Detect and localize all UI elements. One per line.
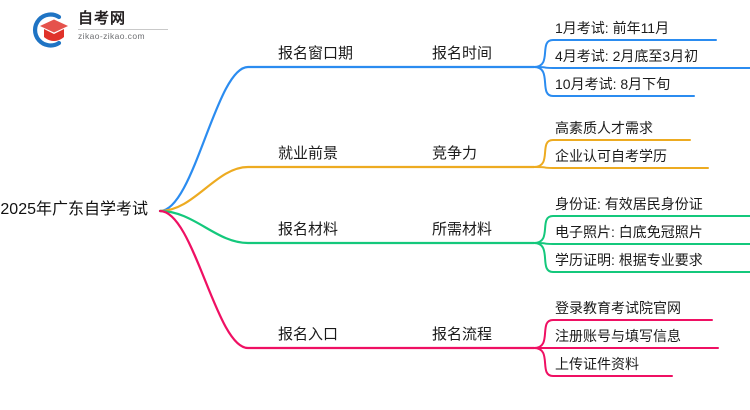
branch-1-level1-label: 报名窗口期 [278,45,354,62]
branch-curve [533,66,750,69]
branch-3-level2-label: 所需材料 [432,221,493,238]
logo-name: 自考网 [78,10,127,27]
graduation-cap-icon [33,12,68,48]
branch-curve [533,242,750,245]
branch-1-leaf-3: 10月考试: 8月下旬 [555,76,671,92]
branch-3-leaf-3: 学历证明: 根据专业要求 [555,252,703,268]
branch-4-leaf-1: 登录教育考试院官网 [555,300,681,316]
logo-divider [78,29,168,30]
site-logo: 自考网 zikao-zikao.com [28,8,168,52]
branch-3-leaf-2: 电子照片: 白底免冠照片 [555,224,703,240]
branch-2-leaf-2: 企业认可自考学历 [555,148,667,164]
branch-3-leaf-1: 身份证: 有效居民身份证 [555,196,703,212]
branch-curve [533,166,709,169]
root-node-label: 2025年广东自学考试 [0,201,148,218]
branch-curve [158,165,536,213]
branch-2-leaf-1: 高素质人才需求 [555,120,653,136]
branch-1-leaf-2: 4月考试: 2月底至3月初 [555,48,699,64]
branch-3-level1-label: 报名材料 [278,221,339,238]
branch-4-leaf-2: 注册账号与填写信息 [555,328,681,344]
branch-curve [158,65,536,213]
branch-4-level1-label: 报名入口 [278,326,339,343]
branch-2-level1-label: 就业前景 [278,145,339,162]
branch-2-level2-label: 竞争力 [432,145,478,162]
branch-1-leaf-1: 1月考试: 前年11月 [555,20,670,36]
branch-4-level2-label: 报名流程 [432,326,493,343]
branch-4-leaf-3: 上传证件资料 [555,356,639,372]
logo-url: zikao-zikao.com [78,31,145,41]
branch-1-level2-label: 报名时间 [432,45,493,62]
logo-text: 自考网 zikao-zikao.com [78,10,170,42]
